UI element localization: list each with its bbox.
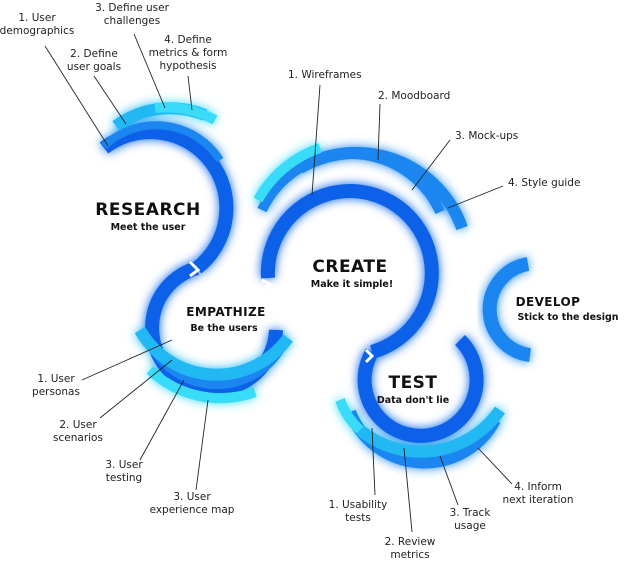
- research-ring: [99, 102, 234, 274]
- leader-research-1: [44, 45, 109, 147]
- leader-create-2: [377, 103, 381, 161]
- empathize-step-1-line-2: personas: [32, 386, 80, 398]
- leader-empathize-1: [81, 339, 173, 381]
- test-step-4-line-1: 4. Inform: [514, 481, 562, 493]
- create-step-4-line-1: 4. Style guide: [508, 177, 580, 189]
- research-subtitle: Meet the user: [111, 222, 186, 233]
- empathize-ring-layer-2: [134, 326, 293, 381]
- research-ring-layer-1: [101, 121, 224, 163]
- create-ring: [253, 143, 468, 359]
- empathize-step-1-line-1: 1. User: [37, 373, 75, 385]
- test-ring-layer-3: [335, 398, 364, 434]
- research-step-1-line-2: demographics: [0, 25, 74, 37]
- empathize-step-2-line-2: scenarios: [53, 432, 103, 444]
- test-step-2-line-1: 2. Review: [385, 536, 436, 548]
- leader-test-2: [403, 447, 413, 533]
- empathize-step-4-line-1: 3. User: [173, 491, 211, 503]
- test-title: TEST: [388, 373, 437, 393]
- create-step-3-line-1: 3. Mock-ups: [455, 130, 518, 142]
- create-ring-layer-3: [253, 143, 322, 203]
- test-ring-base: [357, 335, 484, 443]
- research-title: RESEARCH: [95, 200, 201, 220]
- leader-test-3: [439, 455, 459, 506]
- create-step-1-label: 1. Wireframes: [288, 69, 362, 81]
- connector-chevron-research: [188, 260, 201, 278]
- research-ring-layer-3: [154, 102, 218, 125]
- develop-subtitle: Stick to the design: [517, 312, 618, 323]
- research-step-2-line-2: user goals: [67, 61, 121, 73]
- connector-chevron-test: [364, 348, 375, 364]
- test-step-1-line-2: tests: [345, 512, 371, 524]
- empathize-step-2-line-1: 2. User: [59, 419, 97, 431]
- leader-test-1: [371, 427, 376, 496]
- empathize-ring: [134, 261, 293, 404]
- empathize-step-3-line-1: 3. User: [105, 459, 143, 471]
- connector-chevron-create: [261, 278, 273, 292]
- research-step-2-line-1: 2. Define: [70, 48, 118, 60]
- empathize-title: EMPATHIZE: [186, 305, 265, 319]
- test-step-2-line-2: metrics: [390, 549, 429, 561]
- test-subtitle: Data don't lie: [377, 395, 449, 406]
- create-step-4-label: 4. Style guide: [508, 177, 580, 189]
- leader-research-3: [133, 33, 166, 109]
- leader-empathize-2: [99, 359, 173, 419]
- empathize-ring-layer-3: [146, 366, 257, 404]
- test-step-3-line-1: 3. Track: [450, 507, 492, 519]
- leader-create-3: [411, 139, 451, 191]
- test-step-3-line-2: usage: [454, 520, 486, 532]
- create-subtitle: Make it simple!: [311, 279, 393, 290]
- research-step-4-line-2: metrics & form: [149, 47, 228, 59]
- research-ring-base: [99, 125, 234, 274]
- leader-test-4: [477, 447, 513, 485]
- empathize-step-4-line-2: experience map: [150, 504, 235, 516]
- research-step-1-line-1: 1. User: [18, 12, 56, 24]
- create-steps: 1. Wireframes 2. Moodboard 3. Mock-ups 4. S…: [288, 69, 580, 189]
- leader-create-1: [311, 84, 321, 196]
- leader-lines: [44, 33, 513, 533]
- leader-research-2: [93, 75, 127, 125]
- create-ring-base: [260, 184, 439, 359]
- create-title: CREATE: [312, 257, 387, 277]
- empathize-step-3-line-2: testing: [106, 472, 142, 484]
- leader-empathize-4: [195, 399, 209, 491]
- empathize-subtitle: Be the users: [190, 323, 258, 334]
- develop-title: DEVELOP: [516, 295, 581, 309]
- create-step-1-line-1: 1. Wireframes: [288, 69, 362, 81]
- research-step-4-line-3: hypothesis: [159, 60, 216, 72]
- develop-ring-arc: [482, 257, 532, 362]
- create-step-2-line-1: 2. Moodboard: [378, 90, 450, 102]
- create-ring-layer-2: [296, 146, 468, 231]
- research-step-4-line-1: 4. Define: [164, 34, 212, 46]
- leader-empathize-3: [139, 379, 185, 461]
- research-step-3-line-1: 3. Define user: [95, 2, 170, 14]
- research-step-3-line-2: challenges: [104, 15, 160, 27]
- test-ring-layer-2: [356, 406, 505, 458]
- test-ring: [335, 335, 505, 469]
- leader-research-4: [187, 75, 193, 111]
- test-step-4-line-2: next iteration: [503, 494, 574, 506]
- leader-create-4: [447, 185, 504, 209]
- create-step-2-label: 2. Moodboard: [378, 90, 450, 102]
- create-step-3-label: 3. Mock-ups: [455, 130, 518, 142]
- test-step-1-line-1: 1. Usability: [329, 499, 388, 511]
- develop-ring: [482, 257, 532, 362]
